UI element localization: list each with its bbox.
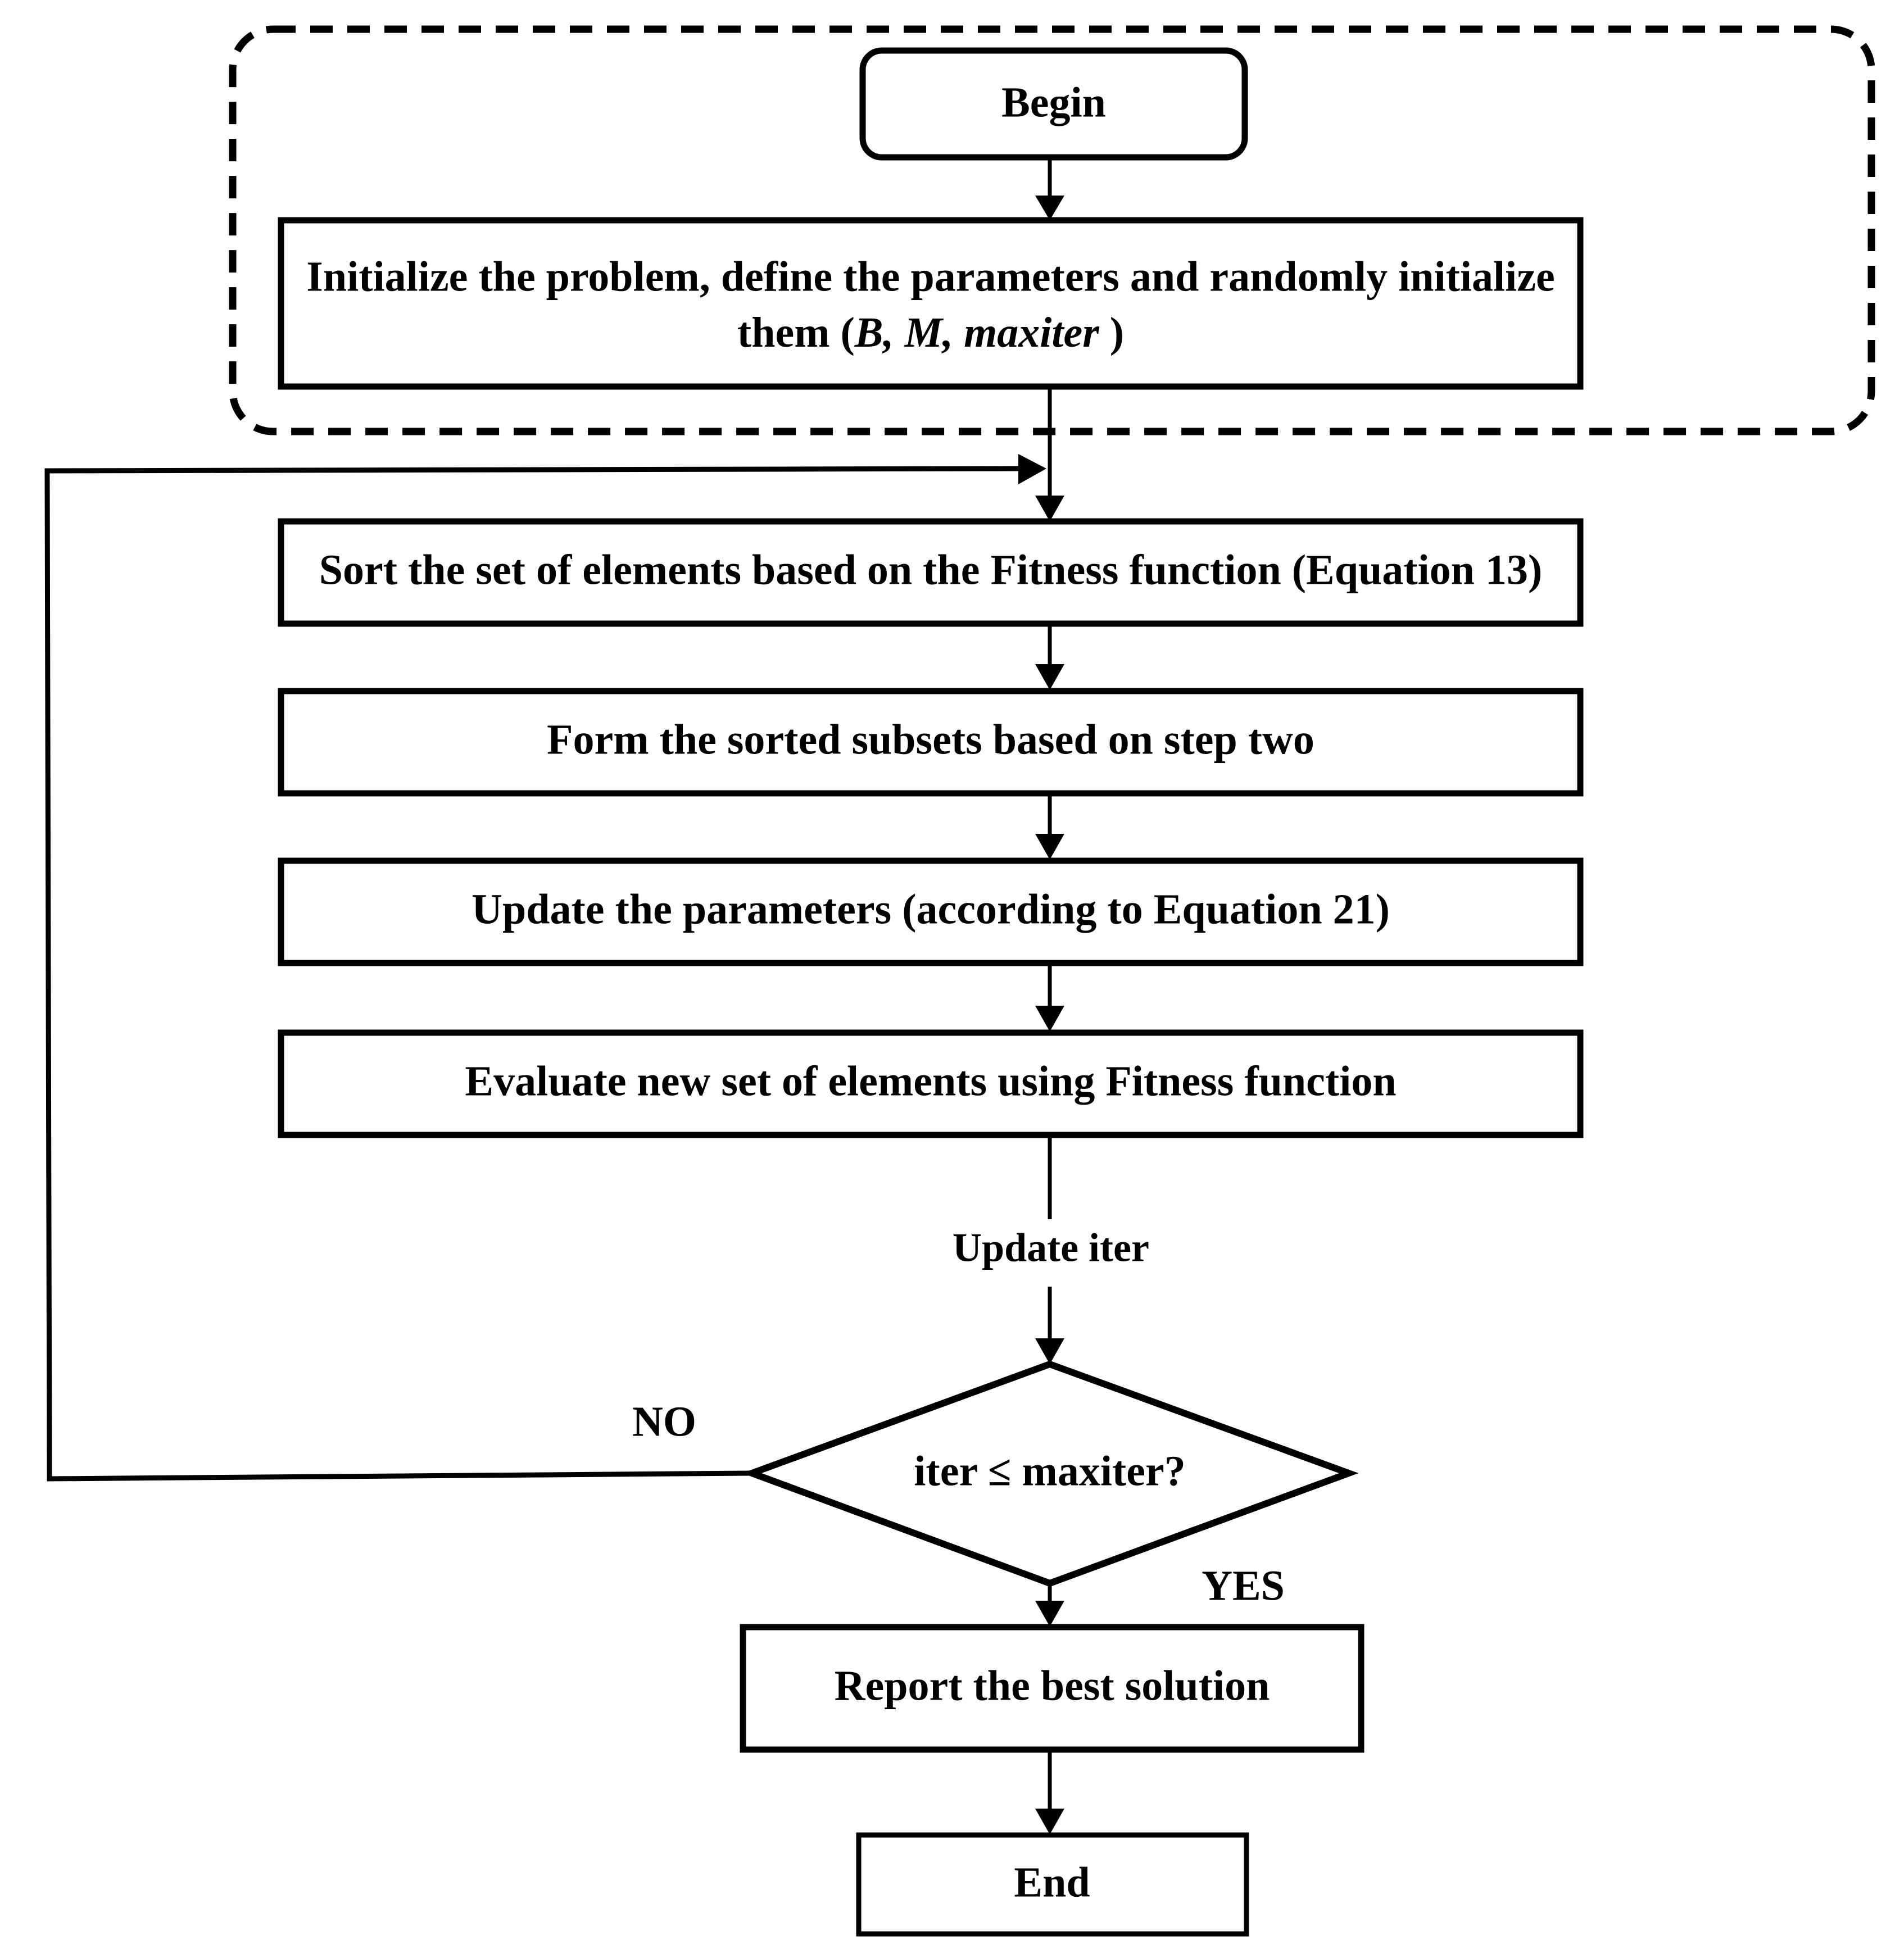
node-report-shape[interactable]	[740, 1624, 1364, 1753]
node-sort-label: Sort the set of elements based on the Fi…	[319, 546, 1543, 593]
arrowhead-sort-to-form	[1035, 664, 1064, 690]
node-begin-shape[interactable]	[859, 47, 1248, 161]
node-evaluate-shape[interactable]	[278, 1029, 1584, 1138]
init-line2-suffix: )	[1099, 309, 1124, 356]
node-decision-label: iter ≤ maxiter?	[914, 1447, 1185, 1495]
node-decision-shape[interactable]	[742, 1360, 1359, 1587]
arrowhead-form-to-update	[1035, 834, 1064, 860]
arrowhead-report-to-end	[1035, 1809, 1064, 1834]
node-end-shape[interactable]	[856, 1832, 1249, 1937]
arrowhead-to-sort	[1035, 496, 1064, 521]
node-begin-label: Begin	[1001, 79, 1106, 126]
edge-label-update-iter: Update iter	[953, 1225, 1149, 1270]
arrowhead-decision-to-report	[1035, 1601, 1064, 1627]
node-report-label: Report the best solution	[835, 1662, 1270, 1709]
node-evaluate-label: Evaluate new set of elements using Fitne…	[465, 1057, 1396, 1105]
init-line2-prefix: them (	[737, 309, 855, 356]
init-param-b: B,	[854, 309, 894, 356]
connector-no-feedback-loop	[44, 466, 1019, 1482]
arrowhead-to-decision	[1035, 1338, 1064, 1364]
arrowhead-update-to-evaluate	[1035, 1006, 1064, 1032]
node-form-subsets-label: Form the sorted subsets based on step tw…	[547, 716, 1314, 763]
node-initialize-label-line2: them (B, M, maxiter )	[737, 309, 1124, 356]
node-initialize-label-line1: Initialize the problem, define the param…	[306, 253, 1554, 300]
arrowhead-begin-to-initialize	[1035, 196, 1064, 220]
node-sort-shape[interactable]	[278, 518, 1584, 627]
node-update-parameters-label: Update the parameters (according to Equa…	[472, 885, 1390, 933]
node-update-parameters-shape[interactable]	[278, 857, 1584, 966]
arrowhead-feedback-loop	[1018, 454, 1046, 484]
init-param-m: M,	[904, 309, 954, 356]
init-param-maxiter: maxiter	[964, 309, 1100, 356]
edge-label-no: NO	[632, 1398, 696, 1445]
node-form-subsets-shape[interactable]	[278, 688, 1584, 797]
initialization-group-border	[229, 25, 1875, 435]
edge-label-yes: YES	[1202, 1562, 1285, 1609]
node-initialize-shape[interactable]	[278, 217, 1584, 390]
node-end-label: End	[1014, 1859, 1090, 1906]
